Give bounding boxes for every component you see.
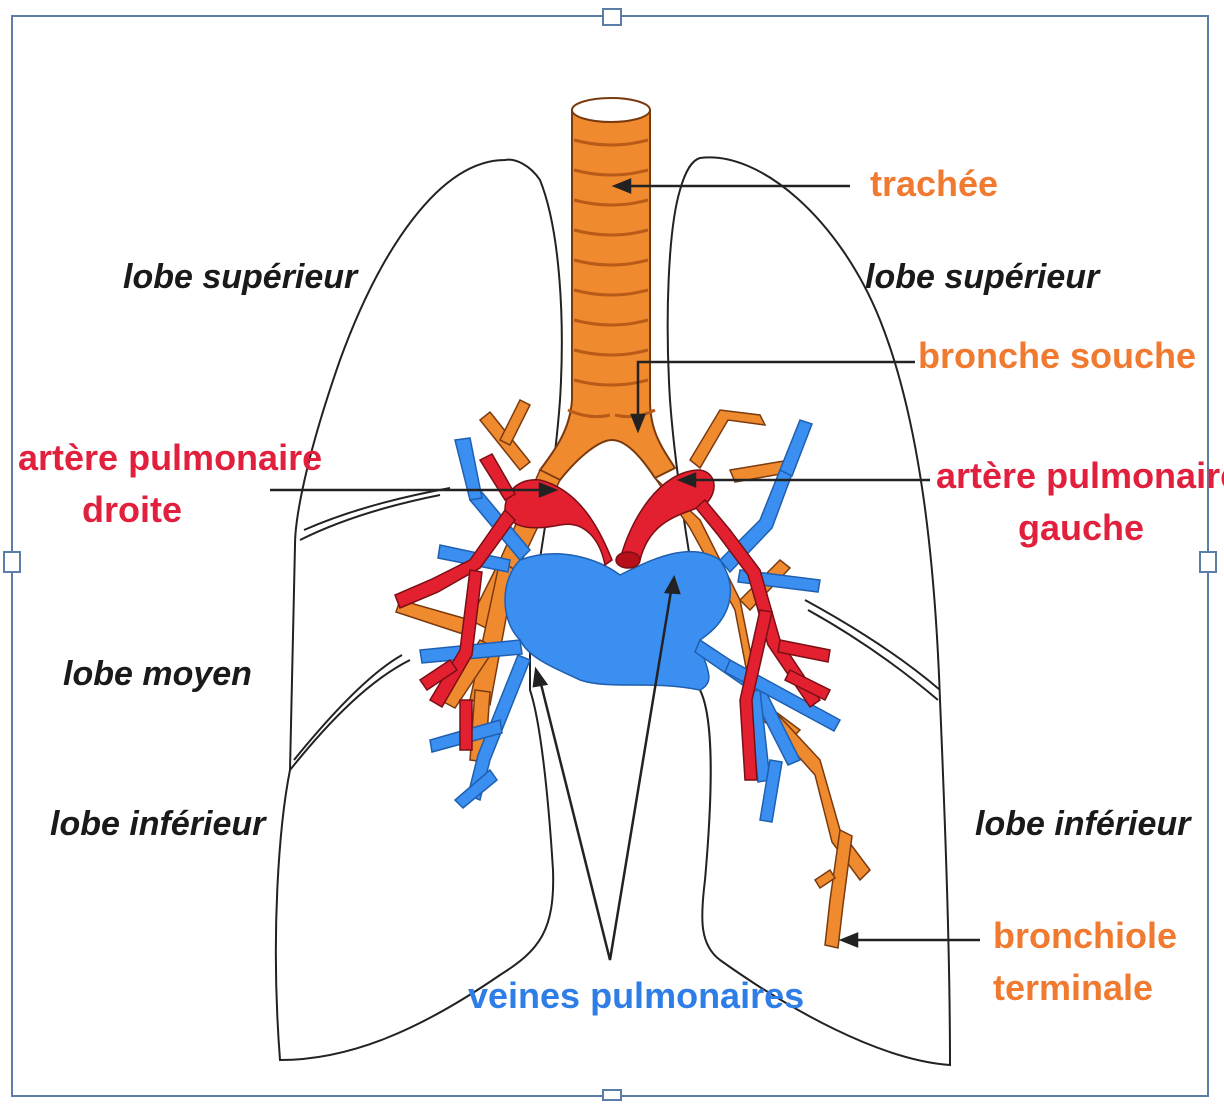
label-left-pulmonary-artery-line1: artère pulmonaire bbox=[936, 455, 1224, 496]
label-left-pulmonary-artery-line2: gauche bbox=[1018, 507, 1144, 548]
label-pulmonary-veins: veines pulmonaires bbox=[468, 975, 804, 1016]
label-right-lower-lobe: lobe inférieur bbox=[50, 805, 267, 843]
pulmonary-trunk bbox=[616, 552, 640, 568]
label-right-upper-lobe: lobe supérieur bbox=[123, 258, 359, 296]
resize-handle-top[interactable] bbox=[603, 9, 621, 25]
label-main-bronchus: bronche souche bbox=[918, 335, 1196, 376]
label-right-pulmonary-artery-line1: artère pulmonaire bbox=[18, 437, 322, 478]
label-right-middle-lobe: lobe moyen bbox=[63, 655, 252, 693]
label-terminal-bronchiole-line2: terminale bbox=[993, 967, 1153, 1008]
bronchus-pointer-line bbox=[638, 362, 915, 420]
veins-pointer-arrow-left bbox=[534, 670, 546, 686]
resize-handle-left[interactable] bbox=[4, 552, 20, 572]
resize-handle-bottom[interactable] bbox=[603, 1090, 621, 1100]
label-trachea: trachée bbox=[870, 163, 998, 204]
label-terminal-bronchiole-line1: bronchiole bbox=[993, 915, 1177, 956]
bronchiole-pointer-arrow bbox=[842, 934, 857, 946]
resize-handle-right[interactable] bbox=[1200, 552, 1216, 572]
label-right-pulmonary-artery-line2: droite bbox=[82, 489, 182, 530]
trachea-opening bbox=[572, 98, 650, 122]
label-left-upper-lobe: lobe supérieur bbox=[865, 258, 1101, 296]
label-left-lower-lobe: lobe inférieur bbox=[975, 805, 1192, 843]
